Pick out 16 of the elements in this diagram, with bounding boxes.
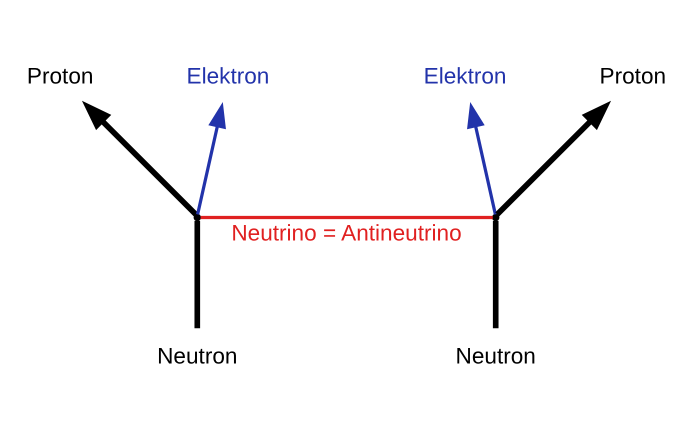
connector xyxy=(200,215,493,219)
node-text: Proton xyxy=(600,62,666,88)
node-point xyxy=(492,213,500,221)
node-point xyxy=(194,213,201,221)
node-text: Elektron xyxy=(424,62,506,88)
node-text: Neutron xyxy=(157,342,238,368)
arrow xyxy=(467,102,497,214)
arrow xyxy=(82,100,198,216)
connector xyxy=(194,220,200,328)
arrow xyxy=(196,102,226,214)
arrow xyxy=(495,100,612,216)
connector xyxy=(492,220,499,328)
node-text: Neutron xyxy=(456,342,536,368)
node-text: Elektron xyxy=(186,62,270,88)
edge-label: Neutrino = Antineutrino xyxy=(231,220,462,245)
node-text: Proton xyxy=(26,62,94,88)
